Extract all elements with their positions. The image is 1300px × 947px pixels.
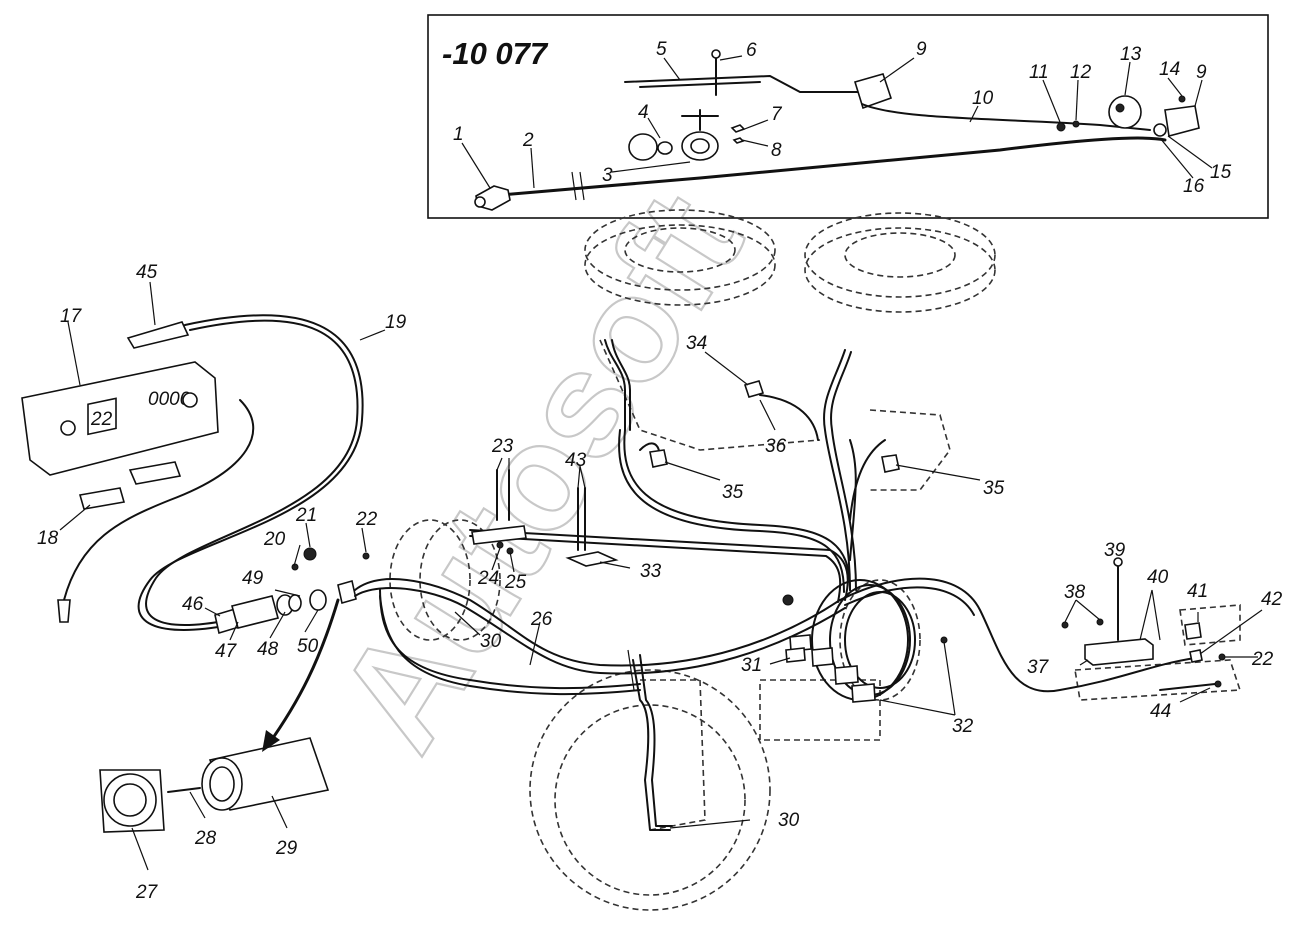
callout-26: 26 xyxy=(530,609,553,630)
callout-37: 37 xyxy=(1027,657,1050,678)
callout-2: 2 xyxy=(522,130,534,151)
panel-display-right: 0000 xyxy=(148,389,191,410)
callout-16: 16 xyxy=(1183,176,1205,197)
callout-4: 4 xyxy=(638,102,649,123)
tractor-outline xyxy=(389,209,1242,911)
callout-14: 14 xyxy=(1159,59,1180,80)
callout-15: 15 xyxy=(1210,162,1232,183)
callout-23: 23 xyxy=(491,436,514,457)
watermark: Autosoft xyxy=(305,165,774,777)
callout-30-upper: 30 xyxy=(480,631,502,652)
socket-3 xyxy=(628,109,719,161)
callout-labels: 1 2 3 4 5 6 7 8 9 9 10 11 12 13 14 15 16… xyxy=(37,39,1283,903)
callout-36: 36 xyxy=(765,436,787,457)
callout-41: 41 xyxy=(1187,581,1208,602)
callout-50: 50 xyxy=(297,636,319,657)
callout-18: 18 xyxy=(37,528,59,549)
callout-38: 38 xyxy=(1064,582,1086,603)
callout-43: 43 xyxy=(565,450,587,471)
callout-17: 17 xyxy=(60,306,83,327)
lamp-13 xyxy=(1056,95,1200,138)
callout-13: 13 xyxy=(1120,44,1142,65)
callout-9-left: 9 xyxy=(916,39,927,60)
callout-20: 20 xyxy=(263,529,286,550)
callout-19: 19 xyxy=(385,312,407,333)
callout-5: 5 xyxy=(656,39,667,60)
callout-3: 3 xyxy=(602,165,613,186)
leader-lines xyxy=(59,281,1263,871)
callout-27: 27 xyxy=(135,882,159,903)
callout-35-right: 35 xyxy=(983,478,1005,499)
callout-44: 44 xyxy=(1150,701,1171,722)
callout-28: 28 xyxy=(194,828,217,849)
callout-22-left: 22 xyxy=(355,509,378,530)
callout-29: 29 xyxy=(275,838,298,859)
inset-title: -10 077 xyxy=(442,36,549,71)
callout-47: 47 xyxy=(215,641,238,662)
callout-22-right: 22 xyxy=(1251,649,1274,670)
plug-1 xyxy=(474,185,511,211)
callout-24: 24 xyxy=(477,568,499,589)
callout-10: 10 xyxy=(972,88,994,109)
switch-box-37 xyxy=(1061,557,1226,691)
socket-27 xyxy=(99,737,330,833)
callout-1: 1 xyxy=(453,124,464,145)
callout-25: 25 xyxy=(504,572,527,593)
main-harness: 22 0000 xyxy=(21,314,1226,833)
panel-display-left: 22 xyxy=(90,409,113,430)
callout-21: 21 xyxy=(295,505,317,526)
inset-box: -10 077 xyxy=(427,14,1269,219)
callout-8: 8 xyxy=(771,140,782,161)
connector-46 xyxy=(214,579,357,635)
callout-30-lower: 30 xyxy=(778,810,800,831)
callout-48: 48 xyxy=(257,639,279,660)
callout-45: 45 xyxy=(136,262,158,283)
callout-11: 11 xyxy=(1029,62,1049,83)
bracket-33 xyxy=(565,487,619,567)
callout-31: 31 xyxy=(741,655,762,676)
callout-42: 42 xyxy=(1261,589,1283,610)
callout-12: 12 xyxy=(1070,62,1092,83)
callout-7: 7 xyxy=(771,104,783,125)
bracket-24 xyxy=(471,469,527,555)
callout-9-right: 9 xyxy=(1196,62,1207,83)
callout-40: 40 xyxy=(1147,567,1169,588)
callout-49: 49 xyxy=(242,568,264,589)
connectors-31 xyxy=(785,634,948,703)
instrument-panel: 22 0000 xyxy=(21,321,219,510)
callout-35-left: 35 xyxy=(722,482,744,503)
callout-33: 33 xyxy=(640,561,662,582)
callout-34: 34 xyxy=(686,333,707,354)
callout-6: 6 xyxy=(746,40,757,61)
callout-46: 46 xyxy=(182,594,204,615)
callout-39: 39 xyxy=(1104,540,1126,561)
callout-32: 32 xyxy=(952,716,974,737)
